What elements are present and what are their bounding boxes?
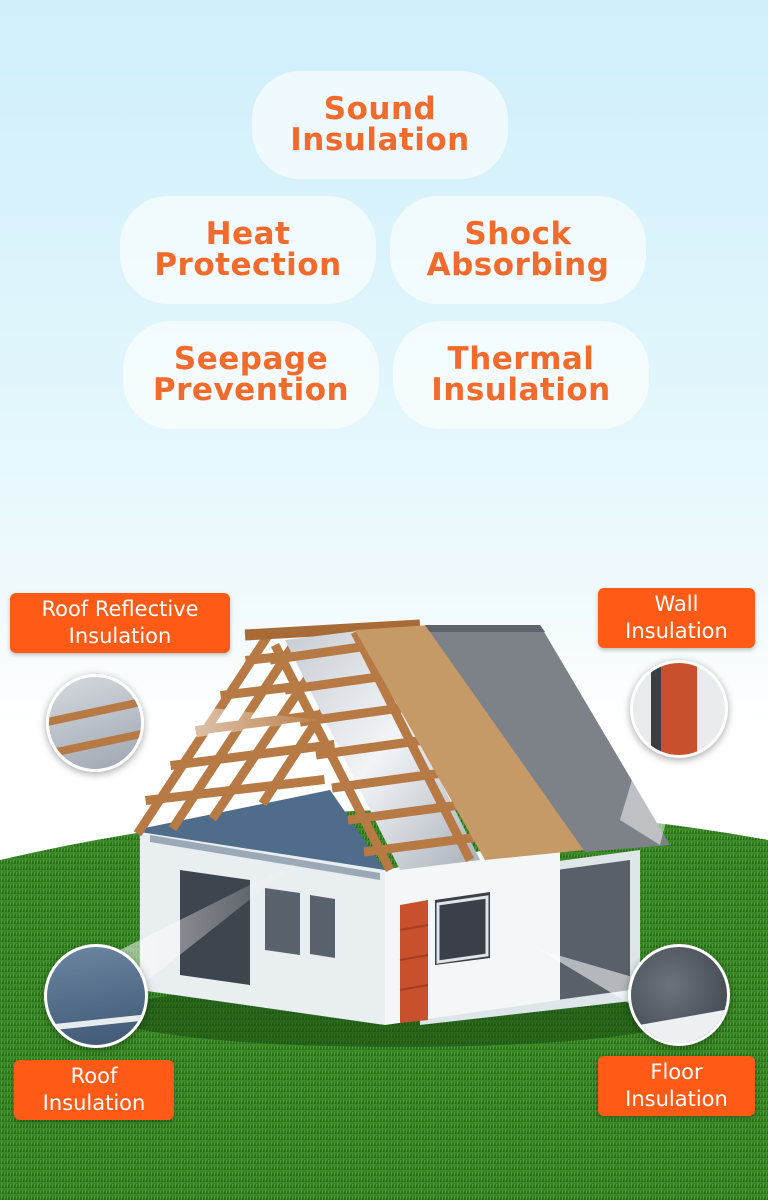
roof-detail-lens [44,944,148,1048]
feature-seepage-prevention: Seepage Prevention [123,321,379,429]
roof-battens [269,629,479,873]
wall-insulation-label: Wall Insulation [598,588,755,648]
beam-roof [100,860,300,1010]
roof-membrane [135,790,385,870]
wall-detail-lens [630,660,728,758]
feature-thermal-insulation: Thermal Insulation [393,321,649,429]
brick-wall-section [400,900,428,1023]
feature-sound-insulation: Sound Insulation [252,71,508,179]
front-window [435,892,490,965]
roof-insulation-label: Roof Insulation [14,1060,174,1120]
roof-shingles [425,625,670,852]
feature-heat-protection: Heat Protection [120,196,376,304]
floor-insulation-label: Floor Insulation [598,1056,755,1116]
roof-reflective-detail-lens [46,674,144,772]
beam-roof-reflective [140,700,320,745]
floor-detail-lens [628,944,730,1046]
feature-shock-absorbing: Shock Absorbing [390,196,646,304]
roof-reflective-insulation-label: Roof Reflective Insulation [10,593,230,653]
roof-board [355,625,585,860]
